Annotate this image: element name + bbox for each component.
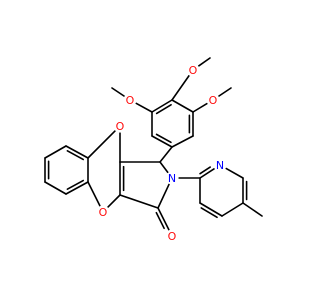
bond-1-double [155,133,172,144]
bond-7 [135,102,153,113]
bond-34 [221,202,244,217]
bond-25 [65,181,89,195]
bond-8 [111,87,125,97]
bond-18 [159,161,169,174]
atom-n_lactam: N [165,171,179,185]
atom-n_pyridine: N [213,158,227,172]
bond-29 [157,207,170,231]
atom-label-o_me3: O [209,94,218,107]
atom-label-o_me2: O [189,64,198,77]
bond-31 [199,168,215,179]
bond-25-double [66,179,84,190]
bond-31-double [199,166,211,175]
atom-label-o_me1: O [126,94,135,107]
bond-20 [87,130,116,159]
bond-24 [44,181,67,195]
atom-o_me3: O [206,93,220,107]
atom-label-n_pyridine: N [216,159,224,172]
atom-background [113,119,127,133]
bond-13 [159,146,173,163]
atom-background [206,93,220,107]
atom-o_ring: O [96,205,110,219]
bond-10 [197,57,211,67]
bond-21 [65,145,89,159]
bond-35 [199,202,223,217]
bond-29-double [155,211,165,230]
atom-o_ketone: O [113,119,127,133]
bond-12 [218,87,232,97]
atom-background [165,171,179,185]
bond-32 [225,167,244,179]
atom-background [123,93,137,107]
bond-35-double [200,207,218,219]
atom-background [186,63,200,77]
bond-17 [157,183,170,209]
bond-layer [44,57,263,231]
bond-4 [171,99,194,113]
atom-label-o_amide: O [168,230,177,243]
bond-11 [192,102,208,113]
bond-3-double [155,103,172,115]
atom-o_me1: O [123,93,137,107]
atom-o_me2: O [186,63,200,77]
bond-28 [107,194,121,208]
bond-1 [151,135,173,148]
bond-16 [119,194,159,209]
bond-9 [171,74,190,101]
bond-22 [44,145,67,159]
atom-background [165,229,179,243]
atom-background [96,205,110,219]
atom-label-n_lactam: N [168,172,176,185]
bond-21-double [66,150,84,161]
atom-background [213,158,227,172]
bond-6 [171,135,194,148]
bond-37 [242,202,263,217]
bond-3 [151,99,173,113]
bond-27 [87,181,101,207]
atom-o_amide: O [165,229,179,243]
atom-label-o_ring: O [99,206,108,219]
atom-label-o_ketone: O [116,120,125,133]
